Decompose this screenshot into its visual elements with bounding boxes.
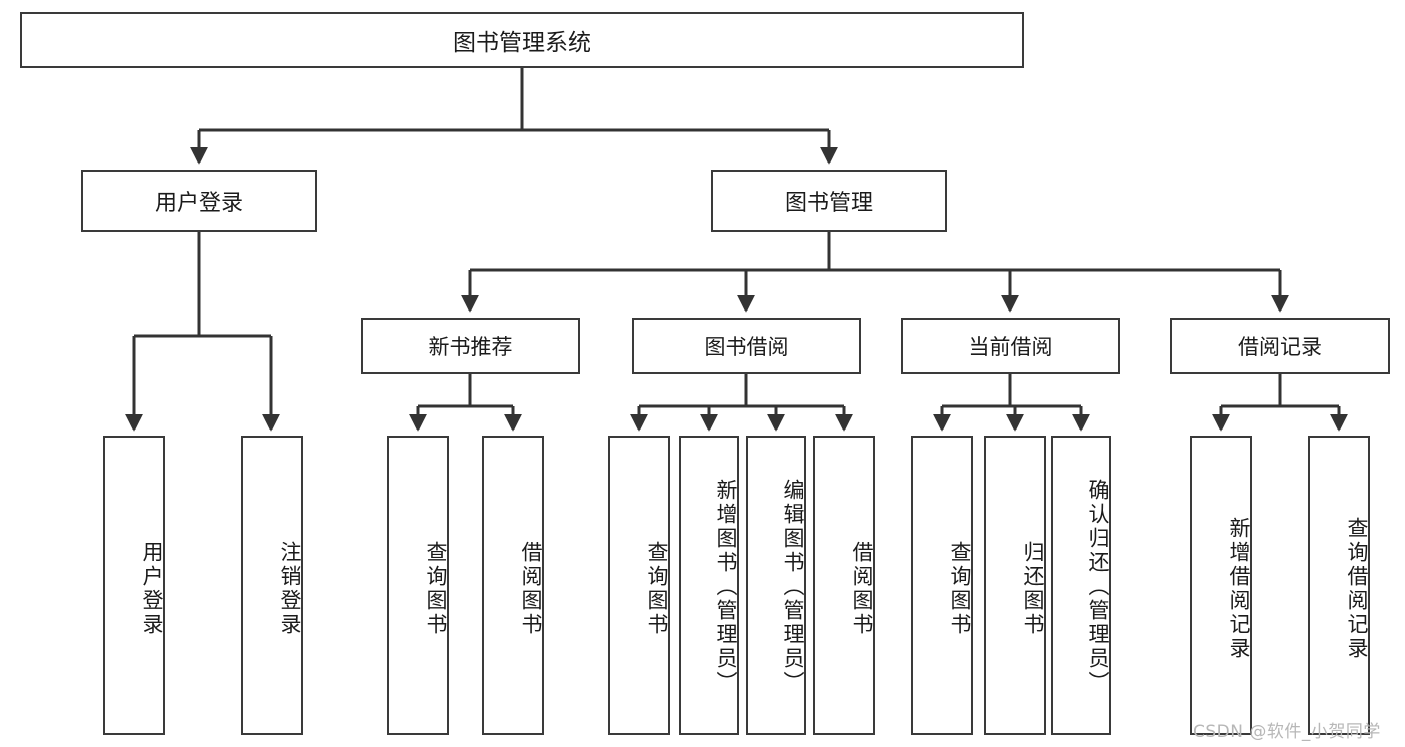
csdn-watermark: CSDN @软件_小贺同学	[1193, 722, 1381, 742]
leaf-return-book[interactable]: 归还图书	[984, 436, 1046, 735]
node-root[interactable]: 图书管理系统	[20, 12, 1024, 68]
node-current-borrow[interactable]: 当前借阅	[901, 318, 1120, 374]
node-book-management[interactable]: 图书管理	[711, 170, 947, 232]
leaf-logout[interactable]: 注销登录	[241, 436, 303, 735]
leaf-add-book-admin[interactable]: 新增图书（管理员）	[679, 436, 739, 735]
node-book-borrow[interactable]: 图书借阅	[632, 318, 861, 374]
leaf-borrow-book[interactable]: 借阅图书	[813, 436, 875, 735]
leaf-query-books-new[interactable]: 查询图书	[387, 436, 449, 735]
leaf-query-borrow-record[interactable]: 查询借阅记录	[1308, 436, 1370, 735]
leaf-add-borrow-record[interactable]: 新增借阅记录	[1190, 436, 1252, 735]
leaf-edit-book-admin[interactable]: 编辑图书（管理员）	[746, 436, 806, 735]
leaf-query-books-borrow[interactable]: 查询图书	[608, 436, 670, 735]
leaf-query-books-current[interactable]: 查询图书	[911, 436, 973, 735]
node-new-book-recommend[interactable]: 新书推荐	[361, 318, 580, 374]
node-borrow-records[interactable]: 借阅记录	[1170, 318, 1390, 374]
leaf-confirm-return-admin[interactable]: 确认归还（管理员）	[1051, 436, 1111, 735]
leaf-borrow-books-new[interactable]: 借阅图书	[482, 436, 544, 735]
node-user-login[interactable]: 用户登录	[81, 170, 317, 232]
leaf-user-login[interactable]: 用户登录	[103, 436, 165, 735]
